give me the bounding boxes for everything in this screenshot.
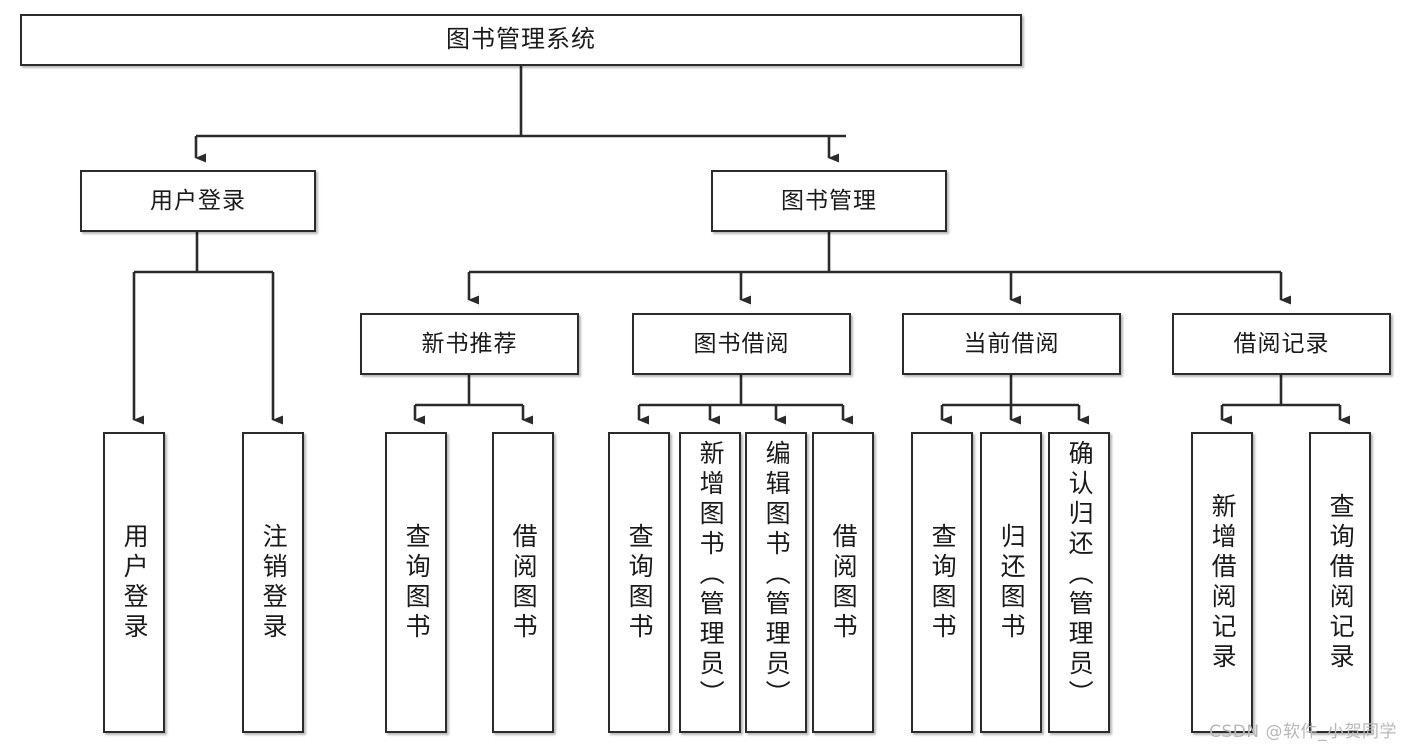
- leaf-borrow-book-1[interactable]: 借阅图书: [492, 432, 554, 733]
- leaf-edit-book[interactable]: 编辑图书（管理员）: [745, 432, 807, 733]
- node-label: 查询图书: [625, 522, 655, 643]
- node-label: 借阅记录: [1233, 330, 1330, 357]
- leaf-query-book-2[interactable]: 查询图书: [608, 432, 670, 733]
- node-current-borrow[interactable]: 当前借阅: [902, 313, 1121, 375]
- leaf-query-book-1[interactable]: 查询图书: [385, 432, 447, 733]
- leaf-user-login[interactable]: 用户登录: [103, 432, 165, 733]
- node-label: 借阅图书: [829, 522, 859, 643]
- node-label: 确认归还（管理员）: [1065, 440, 1095, 710]
- node-label: 图书借阅: [693, 330, 790, 357]
- node-label: 用户登录: [120, 522, 150, 643]
- node-borrow-record[interactable]: 借阅记录: [1172, 313, 1391, 375]
- leaf-return-book[interactable]: 归还图书: [980, 432, 1042, 733]
- node-label: 编辑图书（管理员）: [762, 440, 792, 710]
- node-label: 当前借阅: [963, 330, 1060, 357]
- leaf-query-book-3[interactable]: 查询图书: [911, 432, 973, 733]
- node-label: 注销登录: [259, 522, 289, 643]
- node-label: 图书管理系统: [446, 25, 596, 54]
- node-user-login[interactable]: 用户登录: [80, 170, 316, 232]
- csdn-watermark: CSDN @软件_小贺同学: [1209, 722, 1397, 742]
- leaf-borrow-book-2[interactable]: 借阅图书: [812, 432, 874, 733]
- leaf-add-record[interactable]: 新增借阅记录: [1191, 432, 1253, 733]
- node-label: 新书推荐: [421, 330, 518, 357]
- node-root-book-management-system[interactable]: 图书管理系统: [20, 14, 1022, 66]
- node-label: 新增借阅记录: [1208, 492, 1238, 673]
- leaf-logout[interactable]: 注销登录: [242, 432, 304, 733]
- node-label: 借阅图书: [509, 522, 539, 643]
- leaf-confirm-return[interactable]: 确认归还（管理员）: [1048, 432, 1110, 733]
- node-new-book-recommend[interactable]: 新书推荐: [360, 313, 579, 375]
- node-label: 查询借阅记录: [1326, 492, 1356, 673]
- node-book-borrow[interactable]: 图书借阅: [632, 313, 851, 375]
- node-label: 归还图书: [997, 522, 1027, 643]
- leaf-add-book[interactable]: 新增图书（管理员）: [679, 432, 741, 733]
- leaf-query-record[interactable]: 查询借阅记录: [1309, 432, 1371, 733]
- node-label: 查询图书: [928, 522, 958, 643]
- node-label: 用户登录: [150, 187, 246, 214]
- node-label: 查询图书: [402, 522, 432, 643]
- node-label: 图书管理: [781, 187, 877, 214]
- node-book-management[interactable]: 图书管理: [711, 170, 947, 232]
- node-label: 新增图书（管理员）: [696, 440, 726, 710]
